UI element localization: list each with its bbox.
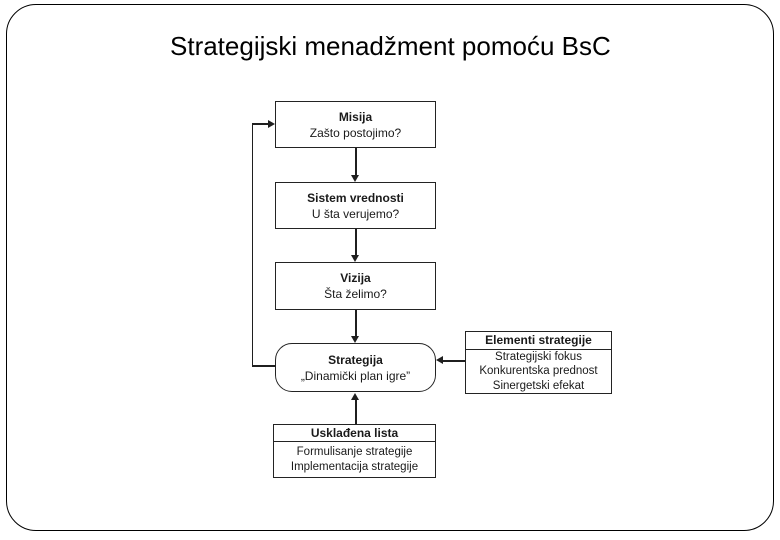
connector-elements-strategy-line: [443, 360, 465, 362]
strategy-box: Strategija „Dinamički plan igre”: [275, 343, 436, 392]
strategy-elements-heading: Elementi strategije: [466, 332, 611, 350]
arrowhead-down-strategy: [351, 336, 359, 343]
connector-values-vision-line: [355, 229, 357, 256]
scorecard-heading: Usklađena lista: [274, 425, 435, 442]
mission-box: Misija Zašto postojimo?: [275, 101, 436, 148]
values-question: U šta verujemo?: [311, 206, 400, 221]
strategy-heading: Strategija: [328, 352, 383, 367]
arrowhead-down-vision: [351, 255, 359, 262]
slide-title: Strategijski menadžment pomoću BsC: [170, 31, 611, 61]
strategy-elements-box: Elementi strategije Strategijski fokus K…: [465, 331, 612, 394]
strategy-elements-item: Sinergetski efekat: [492, 379, 585, 392]
scorecard-box: Usklađena lista Formulisanje strategije …: [273, 424, 436, 478]
mission-question: Zašto postojimo?: [309, 125, 402, 140]
feedback-loop-bottom-line: [252, 365, 276, 367]
arrowhead-up-strategy: [351, 393, 359, 400]
arrowhead-down-values: [351, 175, 359, 182]
scorecard-list: Formulisanje strategije Implementacija s…: [274, 442, 435, 477]
scorecard-item: Formulisanje strategije: [296, 445, 413, 458]
arrowhead-right-mission: [268, 119, 275, 128]
mission-heading: Misija: [338, 109, 373, 124]
feedback-loop-top-line: [252, 123, 269, 125]
connector-scorecard-strategy-line: [355, 400, 357, 424]
connector-mission-values-line: [355, 148, 357, 176]
feedback-loop-vertical-line: [251, 123, 253, 366]
vision-box: Vizija Šta želimo?: [275, 262, 436, 310]
arrowhead-left-strategy: [436, 356, 443, 364]
scorecard-item: Implementacija strategije: [290, 460, 419, 473]
strategy-elements-item: Strategijski fokus: [495, 350, 582, 363]
values-heading: Sistem vrednosti: [307, 190, 404, 205]
strategy-elements-list: Strategijski fokus Konkurentska prednost…: [466, 350, 611, 394]
strategy-elements-item: Konkurentska prednost: [479, 365, 598, 377]
vision-question: Šta želimo?: [324, 287, 387, 301]
values-box: Sistem vrednosti U šta verujemo?: [275, 182, 436, 229]
slide-border: [6, 4, 774, 531]
strategy-question: „Dinamički plan igre”: [300, 368, 411, 383]
connector-vision-strategy-line: [355, 310, 357, 337]
vision-heading: Vizija: [340, 271, 371, 285]
